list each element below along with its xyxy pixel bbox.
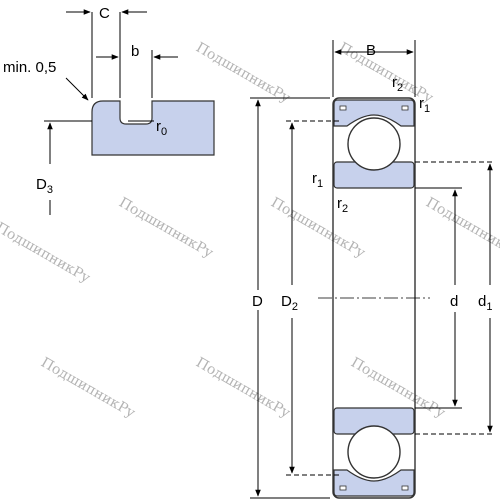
ball-top: [347, 117, 401, 171]
top-ring-assembly: [333, 99, 415, 189]
radius-label-r1-top: r1: [419, 95, 430, 115]
radius-label-r2-mid: r2: [337, 195, 348, 215]
min-label: min. 0,5: [3, 59, 56, 76]
watermark-1: ПодшипникРу: [193, 40, 293, 107]
outer-ring-top: [333, 99, 415, 127]
groove-section: [91, 100, 215, 156]
dim-label-D: D: [252, 293, 263, 310]
bearing-section: B r2 r1 r1 r2 D D2 d d1: [250, 40, 495, 499]
watermark-8: ПодшипникРу: [193, 355, 293, 422]
dim-label-D2: D2: [281, 293, 298, 313]
dim-label-D3: D3: [36, 176, 53, 196]
bottom-ring-assembly: [333, 407, 415, 497]
radius-label-r2-top: r2: [392, 74, 403, 94]
watermark-3: ПодшипникРу: [116, 195, 216, 262]
dim-label-C: C: [99, 5, 110, 22]
dim-label-b: b: [131, 43, 139, 60]
watermark-4: ПодшипникРу: [268, 195, 368, 262]
ball-bottom: [347, 425, 401, 479]
dim-label-d1: d1: [478, 293, 492, 313]
groove-detail: C b min. 0,5 r0 D3: [3, 5, 215, 215]
radius-label-r0: r0: [156, 118, 167, 138]
dim-label-B: B: [366, 42, 376, 59]
outer-ring-bottom: [333, 469, 415, 497]
radius-label-r1-mid: r1: [312, 170, 323, 190]
watermark-6: ПодшипникРу: [0, 220, 93, 287]
dim-label-d: d: [450, 293, 458, 310]
watermark-5: ПодшипникРу: [423, 195, 500, 262]
watermarks: ПодшипникРу ПодшипникРу ПодшипникРу Подш…: [0, 40, 500, 422]
watermark-7: ПодшипникРу: [38, 355, 138, 422]
